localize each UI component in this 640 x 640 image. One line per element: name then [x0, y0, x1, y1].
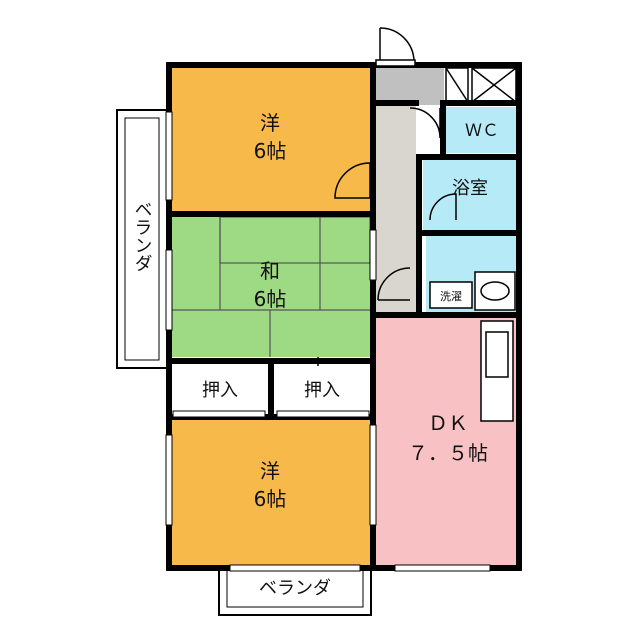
room-western-bottom-name: 洋 [260, 459, 280, 483]
room-dk-name: ＤＫ [428, 411, 468, 435]
entrance [376, 68, 444, 105]
room-wc-label: ＷＣ [465, 121, 499, 141]
entrance-door-icon [375, 27, 416, 67]
closet-right-label: 押入 [304, 380, 340, 401]
room-western-bottom-size: 6帖 [254, 487, 287, 511]
room-western-top-name: 洋 [260, 111, 280, 135]
room-dk-size: ７．５帖 [408, 441, 488, 465]
door-swing-icon [429, 193, 457, 221]
washer-space [429, 281, 473, 309]
door-swing-icon [334, 162, 371, 199]
kitchen-counter [480, 320, 514, 422]
room-japanese-size: 6帖 [254, 287, 287, 311]
closet-left-label: 押入 [202, 380, 238, 401]
room-western-top-size: 6帖 [254, 139, 287, 163]
door-swing-icon [377, 267, 411, 301]
room-japanese-name: 和 [260, 259, 280, 283]
veranda-bottom-label: ベランダ [259, 578, 331, 599]
closet-left [172, 368, 267, 414]
room-western-bottom [172, 420, 370, 565]
room-japanese [172, 216, 371, 357]
room-bath [423, 160, 516, 230]
veranda-side-label: ベランダ [132, 200, 153, 272]
door-swing-icon [409, 107, 441, 139]
room-bath-label: 浴室 [452, 178, 488, 199]
closet-right [275, 368, 370, 414]
room-wc [446, 107, 516, 153]
hallway [376, 105, 416, 318]
storage-box [445, 67, 517, 103]
washer-label: 洗濯 [440, 290, 462, 303]
